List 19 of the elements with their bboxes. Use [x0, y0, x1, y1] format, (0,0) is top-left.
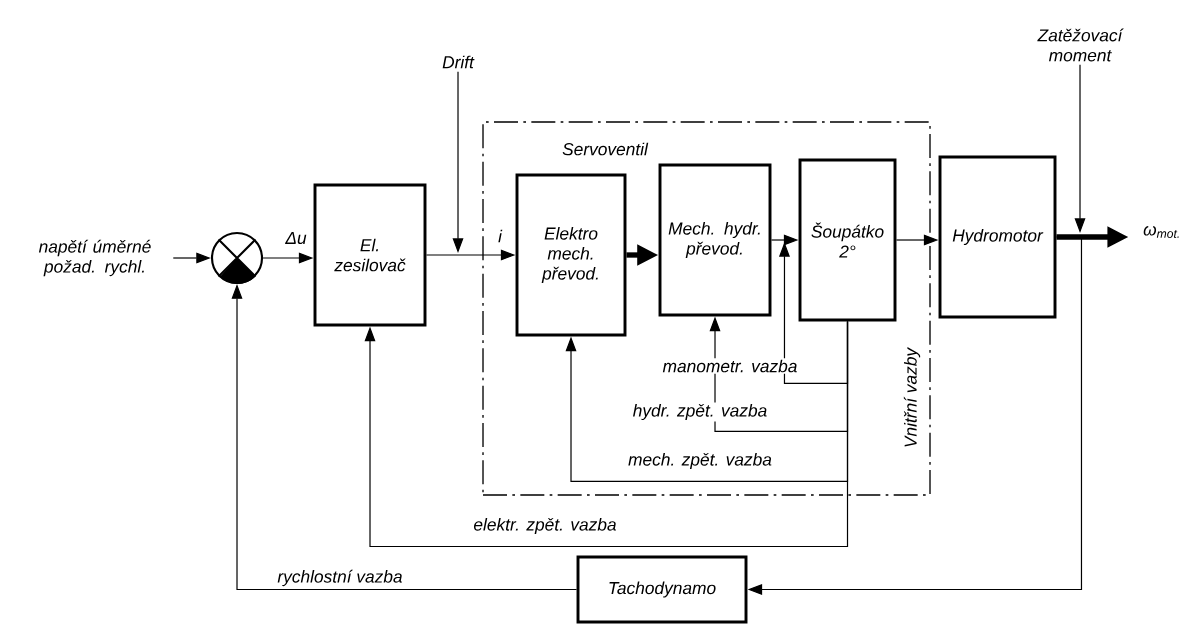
edge-label: i	[498, 229, 503, 243]
block-box: Hydromotor	[938, 155, 1057, 319]
edge-label: mech. zpět. vazba	[628, 452, 772, 470]
edge-label: hydr. zpět. vazba	[633, 403, 767, 421]
edge-label: rychlostní vazba	[277, 569, 402, 587]
signal-label: napětí úměrné požad. rychl.	[38, 239, 151, 277]
signal-label: Zatěžovací moment	[1037, 28, 1124, 62]
block-box: Šoupátko 2°	[798, 158, 897, 322]
rotated-label: Vnitřní vazby	[903, 347, 921, 447]
block-box: Tachodynamo	[576, 555, 748, 624]
edge-label: elektr. zpět. vazba	[473, 517, 616, 535]
summing-junction	[210, 231, 264, 285]
block-box: Mech. hydr. převod.	[658, 163, 772, 317]
signal-label: ω$_{mot.}$	[1143, 226, 1179, 238]
block-box: Elektro mech. převod.	[515, 173, 627, 337]
signal-label: Drift	[442, 55, 475, 69]
edge-label: manometr. vazba	[662, 359, 797, 373]
block-box: El. zesilovač	[313, 183, 427, 327]
edge-label: Δu	[285, 231, 307, 245]
